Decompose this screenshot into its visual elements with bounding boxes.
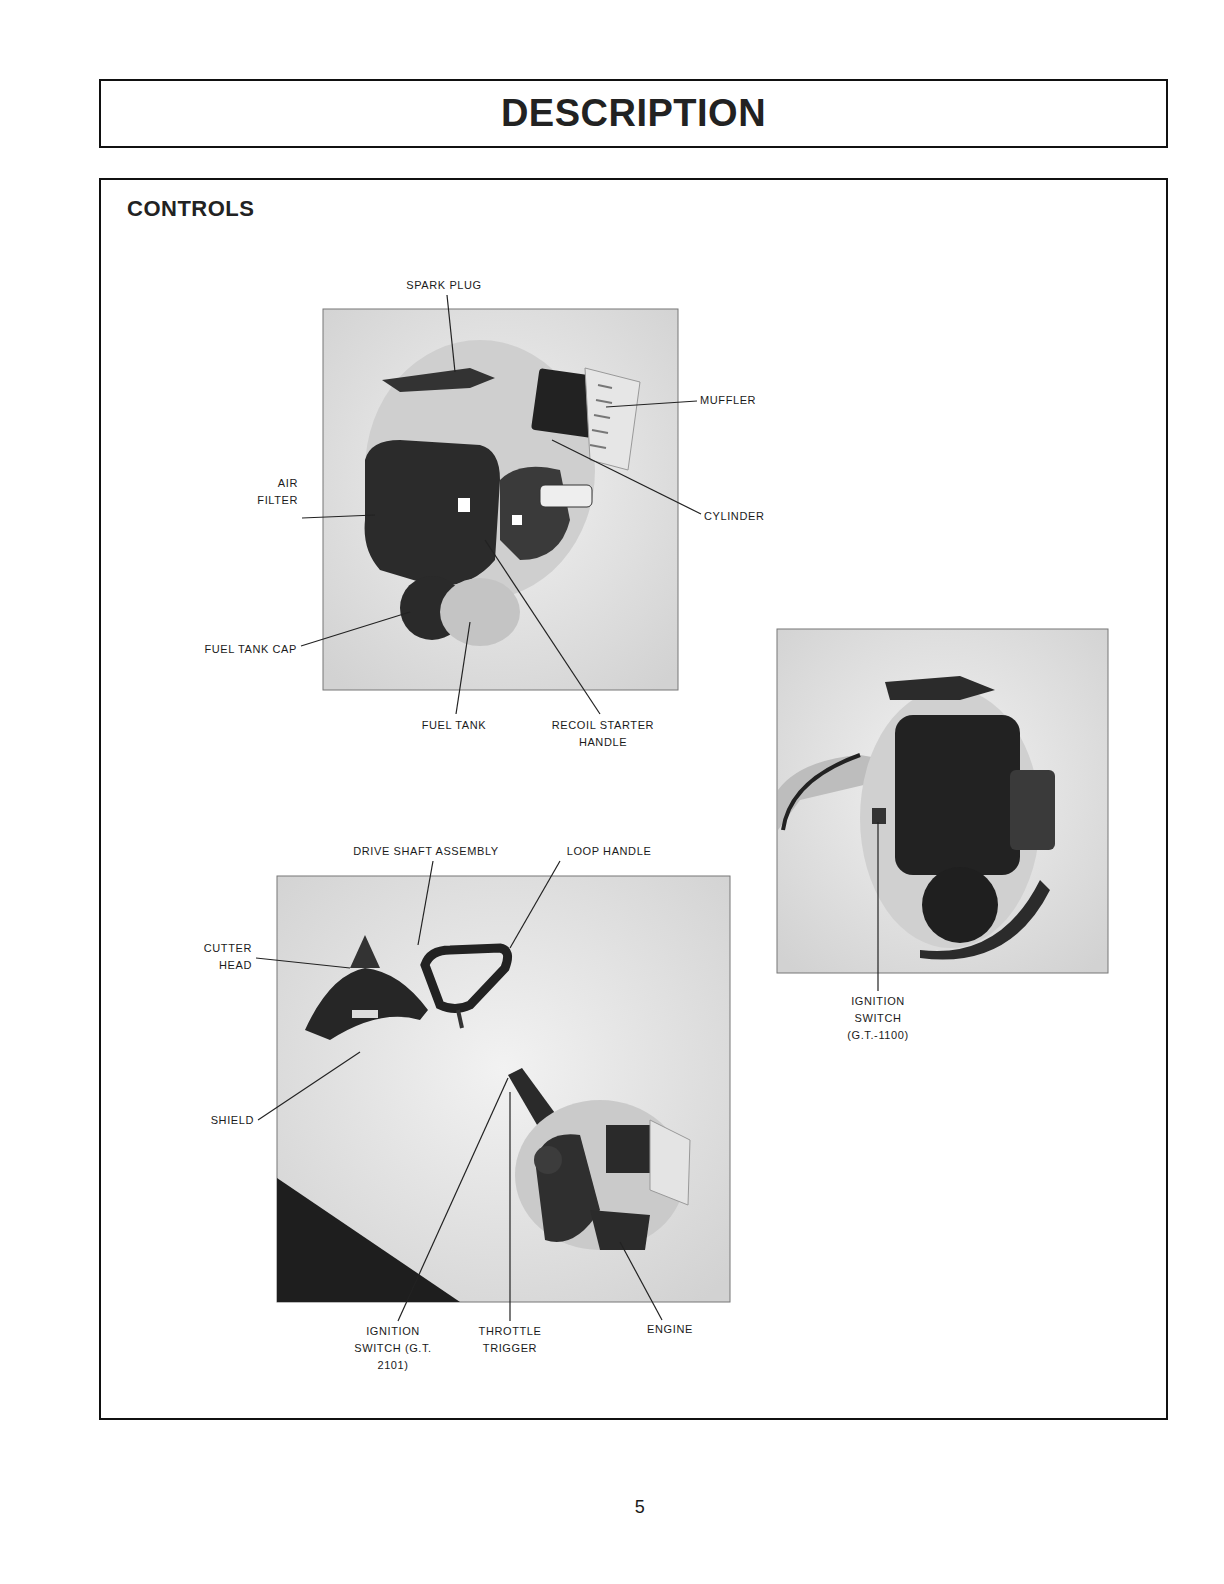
- part-label: IGNITION SWITCH (G.T. 2101): [353, 1323, 433, 1374]
- part-label: CUTTER HEAD: [192, 940, 252, 974]
- part-label: FUEL TANK CAP: [167, 641, 297, 658]
- part-label: SPARK PLUG: [384, 277, 504, 294]
- part-label: FUEL TANK: [404, 717, 504, 734]
- part-label: IGNITION SWITCH (G.T.-1100): [838, 993, 918, 1044]
- part-label: AIR FILTER: [243, 475, 298, 509]
- part-label: ENGINE: [630, 1321, 710, 1338]
- part-label: LOOP HANDLE: [549, 843, 669, 860]
- leader-lines: [256, 295, 878, 1321]
- part-label: THROTTLE TRIGGER: [470, 1323, 550, 1357]
- part-label: SHIELD: [174, 1112, 254, 1129]
- ignition-photo: [777, 629, 1108, 973]
- section-heading: CONTROLS: [127, 196, 1166, 222]
- page-number: 5: [620, 1496, 660, 1518]
- part-label: CYLINDER: [704, 508, 804, 525]
- part-label: DRIVE SHAFT ASSEMBLY: [331, 843, 521, 860]
- section-frame: CONTROLS: [99, 178, 1168, 1420]
- part-label: MUFFLER: [700, 392, 800, 409]
- page-title: DESCRIPTION: [99, 79, 1168, 148]
- part-label: RECOIL STARTER HANDLE: [538, 717, 668, 751]
- engine-photo: [323, 309, 678, 690]
